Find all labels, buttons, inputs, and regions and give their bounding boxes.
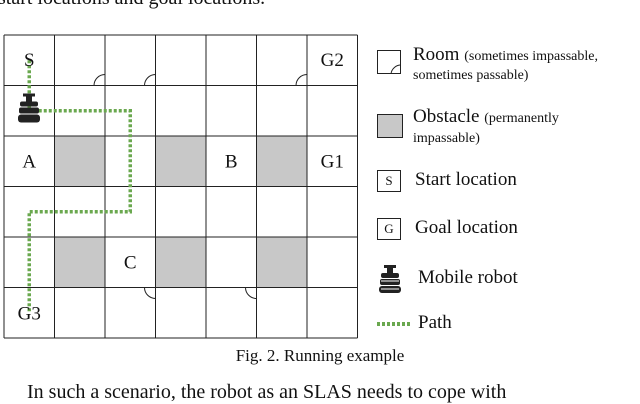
legend-path-label: Path [418,312,452,333]
robot-icon [379,265,401,293]
legend-goal-box: G [377,218,401,240]
cell-label: C [124,252,137,273]
obstacle-cell [155,136,206,187]
cell-label: G2 [321,50,344,71]
legend-room-label: Room (sometimes impassable, [413,44,598,65]
cell-label: G1 [321,151,344,172]
legend-start-box: S [377,170,401,192]
door-arc-icon [144,287,156,299]
door-arc-icon [245,287,257,299]
door-arc-icon [390,64,402,75]
obstacle-cell [155,237,206,288]
partial-text-bottom: In such a scenario, the robot as an SLAS… [27,381,507,403]
obstacle-cell [256,237,307,288]
legend-start-label: Start location [415,169,517,190]
obstacle-cell [54,237,105,288]
obstacle-cell [54,136,105,187]
partial-text-top: start locations and goal locations. [0,0,265,10]
cell-label: S [24,50,35,71]
legend-obstacle-note: impassable) [413,131,480,146]
robot-path [27,60,132,313]
figure-caption: Fig. 2. Running example [235,346,405,365]
legend-obstacle-label: Obstacle (permanently [413,106,559,127]
legend-goal-label: Goal location [415,217,518,238]
grid-diagram: S G2A B G1C G3 [3,34,358,339]
legend-room-swatch [377,50,402,75]
legend-room-note: sometimes passable) [413,68,529,83]
legend-obstacle-swatch [377,114,403,138]
cell-label: G3 [18,304,41,325]
path-swatch [377,322,410,326]
legend-robot-label: Mobile robot [418,267,518,288]
door-arc-icon [295,74,308,86]
door-arc-icon [93,74,106,86]
door-arc-icon [144,74,156,86]
obstacle-cell [256,136,307,187]
robot-icon [18,93,40,123]
cell-label: B [225,151,238,172]
cell-label: A [22,151,36,172]
